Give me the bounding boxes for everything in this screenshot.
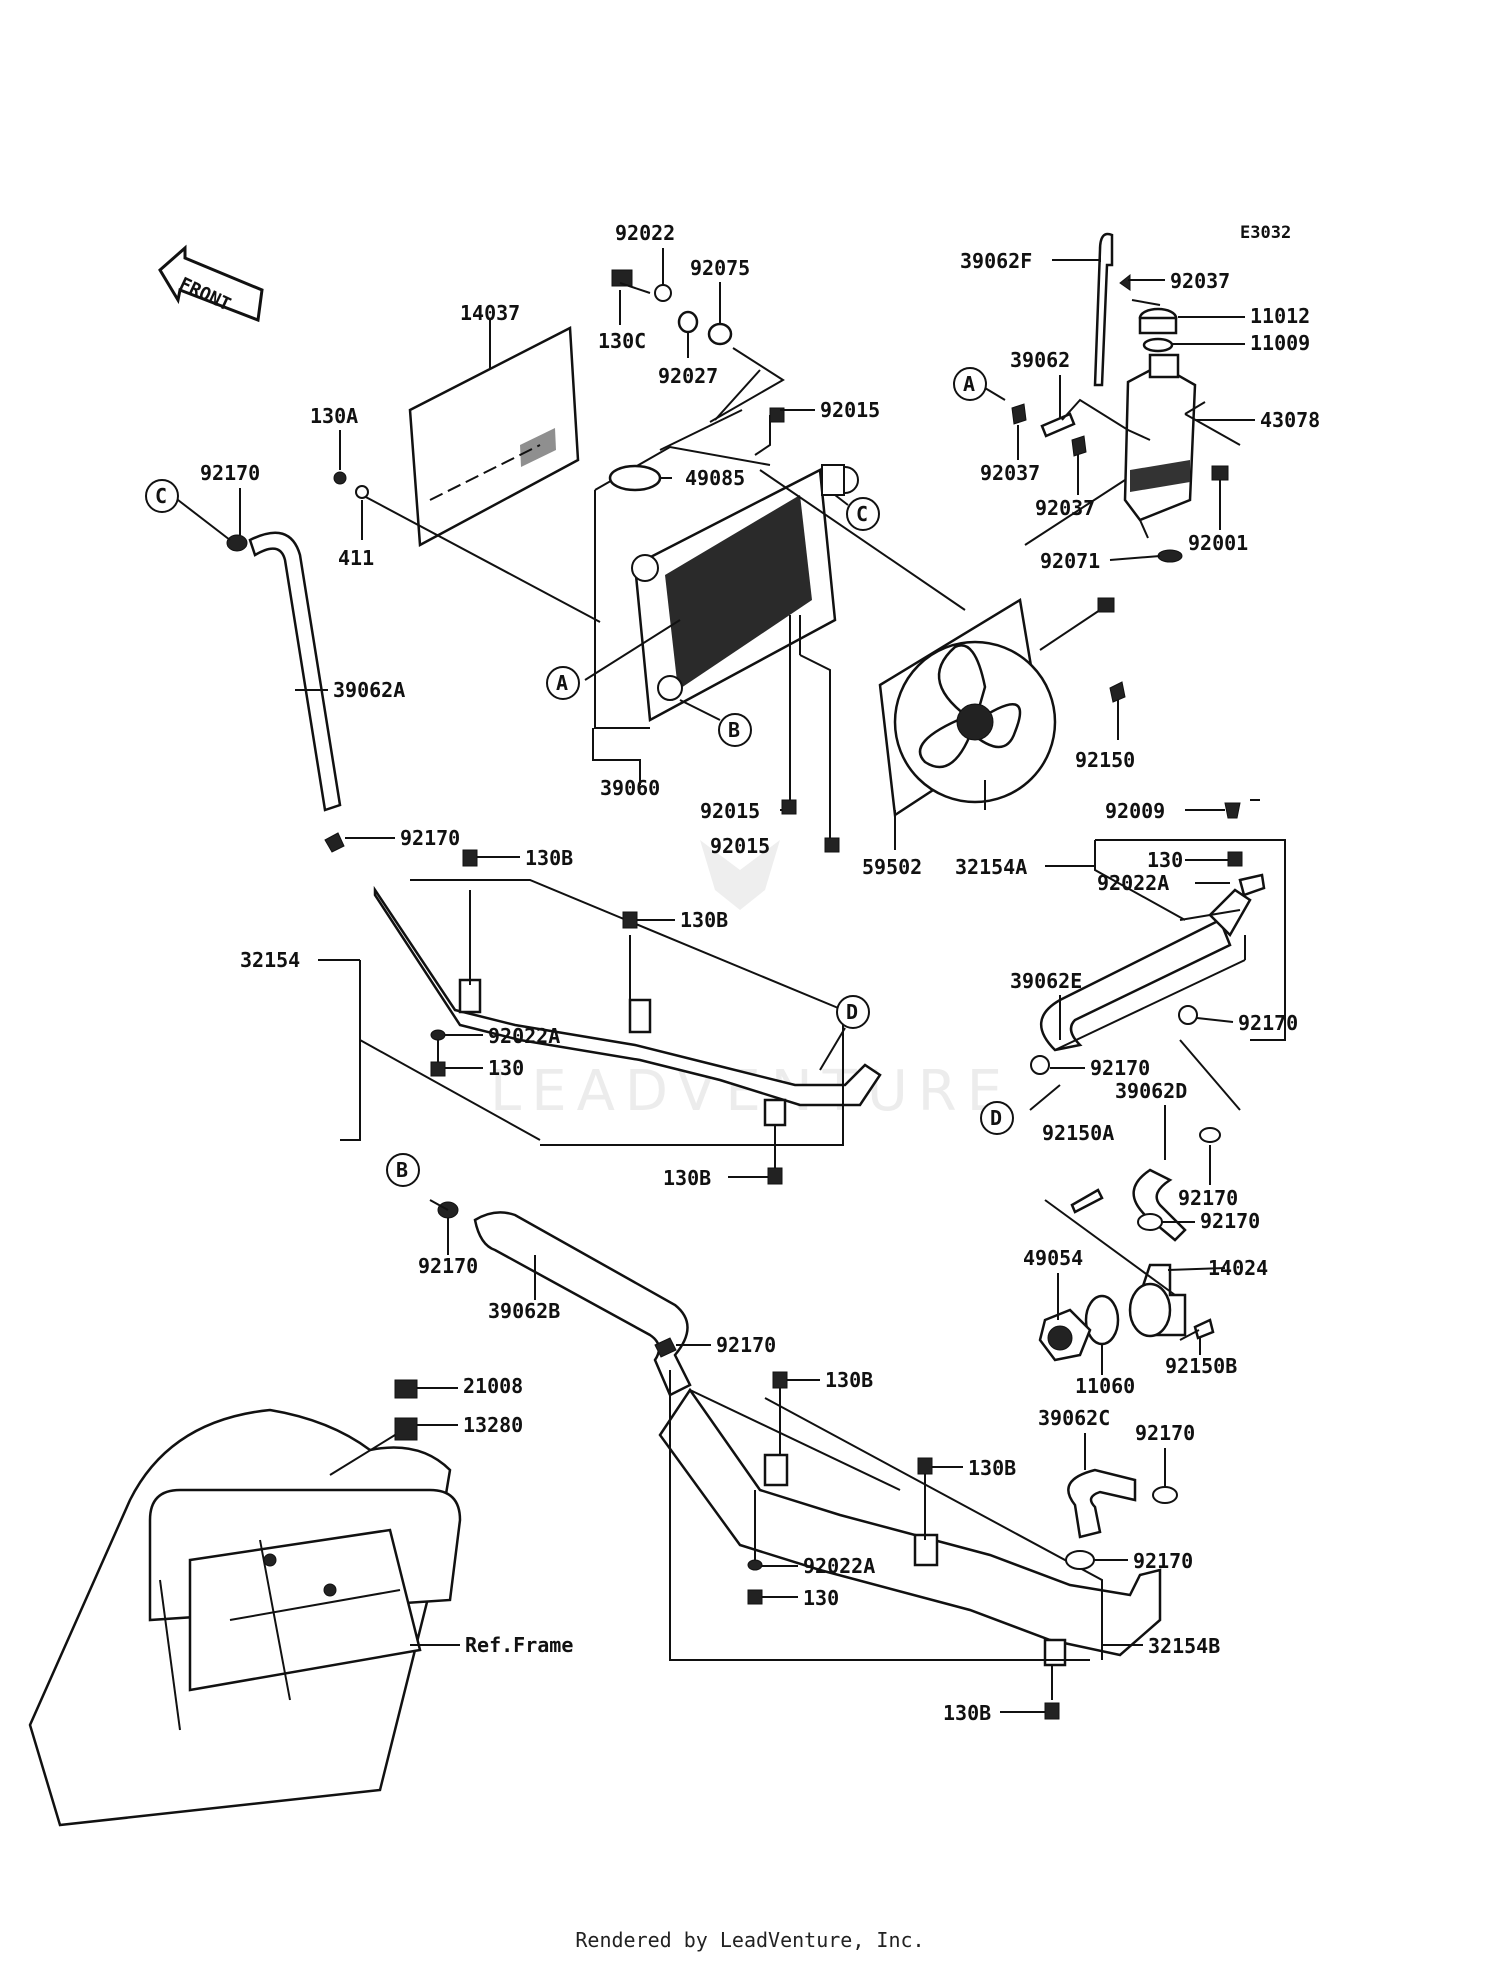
thermostat-housing — [1038, 1263, 1187, 1362]
part-label[interactable]: 92015 — [710, 834, 770, 858]
callout-a-right: A — [953, 367, 987, 401]
part-label[interactable]: 130C — [598, 329, 646, 353]
ref-frame-label[interactable]: Ref.Frame — [465, 1633, 573, 1657]
part-label[interactable]: 130B — [825, 1368, 873, 1392]
part-label[interactable]: 39062A — [333, 678, 405, 702]
part-label[interactable]: 32154A — [955, 855, 1027, 879]
svg-text:A: A — [556, 671, 568, 695]
front-arrow-icon: FRONT — [158, 244, 264, 323]
cooling-fan — [878, 597, 1057, 818]
callout-b-radiator: B — [718, 713, 752, 747]
part-label[interactable]: 130 — [1147, 848, 1183, 872]
part-label[interactable]: 59502 — [862, 855, 922, 879]
radiator-hose-39062b — [473, 1211, 692, 1397]
part-label[interactable]: 21008 — [463, 1374, 523, 1398]
svg-text:B: B — [396, 1158, 408, 1182]
part-label[interactable]: 92170 — [200, 461, 260, 485]
callout-a-left: A — [546, 666, 580, 700]
part-label[interactable]: 11009 — [1250, 331, 1310, 355]
radiator-screen — [408, 326, 580, 548]
part-label[interactable]: 13280 — [463, 1413, 523, 1437]
part-label[interactable]: 92150A — [1042, 1121, 1114, 1145]
radiator — [631, 464, 859, 722]
diagram-code: E3032 — [1240, 223, 1291, 243]
part-label[interactable]: 32154 — [240, 948, 300, 972]
svg-text:A: A — [963, 372, 975, 396]
part-label[interactable]: 92027 — [658, 364, 718, 388]
svg-text:B: B — [728, 718, 740, 742]
part-label[interactable]: 14024 — [1208, 1256, 1268, 1280]
part-label[interactable]: 92022A — [1097, 871, 1169, 895]
svg-text:D: D — [846, 1000, 858, 1024]
part-label[interactable]: 92170 — [418, 1254, 478, 1278]
part-label[interactable]: 92022A — [488, 1024, 560, 1048]
watermark-logo — [700, 840, 780, 910]
part-label[interactable]: 92170 — [1090, 1056, 1150, 1080]
part-label[interactable]: 43078 — [1260, 408, 1320, 432]
cooling-pipe-32154b — [658, 1387, 1162, 1667]
part-label[interactable]: 130B — [943, 1701, 991, 1725]
part-label[interactable]: 39060 — [600, 776, 660, 800]
part-label[interactable]: 39062B — [488, 1299, 560, 1323]
part-label[interactable]: 130A — [310, 404, 358, 428]
part-label[interactable]: 92170 — [400, 826, 460, 850]
part-label[interactable]: 92170 — [1133, 1549, 1193, 1573]
part-label[interactable]: 92170 — [1135, 1421, 1195, 1445]
part-label[interactable]: 11060 — [1075, 1374, 1135, 1398]
part-label[interactable]: 92015 — [820, 398, 880, 422]
radiator-hose-39062a — [248, 531, 342, 812]
part-label[interactable]: 92170 — [1200, 1209, 1260, 1233]
callout-c-hose: C — [145, 479, 179, 513]
part-label[interactable]: 92150 — [1075, 748, 1135, 772]
footer-credit: Rendered by LeadVenture, Inc. — [575, 1928, 925, 1952]
part-label[interactable]: 92170 — [716, 1333, 776, 1357]
hose-39062e — [1039, 918, 1232, 1052]
part-label[interactable]: 130 — [803, 1586, 839, 1610]
part-label[interactable]: 39062 — [1010, 348, 1070, 372]
part-label[interactable]: 92037 — [1035, 496, 1095, 520]
part-label[interactable]: 49054 — [1023, 1246, 1083, 1270]
part-label[interactable]: 92170 — [1238, 1011, 1298, 1035]
svg-text:C: C — [856, 502, 868, 526]
part-label[interactable]: 92022A — [803, 1554, 875, 1578]
svg-text:D: D — [990, 1106, 1002, 1130]
part-label[interactable]: 39062F — [960, 249, 1032, 273]
callout-d-pipe: D — [836, 995, 870, 1029]
part-label[interactable]: 92037 — [1170, 269, 1230, 293]
part-label[interactable]: 39062D — [1115, 1079, 1187, 1103]
callout-b-hose: B — [386, 1153, 420, 1187]
part-label[interactable]: 130B — [968, 1456, 1016, 1480]
callout-c-radiator: C — [846, 497, 880, 531]
part-label[interactable]: 39062C — [1038, 1406, 1110, 1430]
part-label[interactable]: 411 — [338, 546, 374, 570]
part-label[interactable]: 92037 — [980, 461, 1040, 485]
hose-39062c — [1067, 1468, 1137, 1539]
part-label[interactable]: 130 — [488, 1056, 524, 1080]
part-label[interactable]: 92022 — [615, 221, 675, 245]
part-label[interactable]: 92009 — [1105, 799, 1165, 823]
callout-d-hose: D — [980, 1101, 1014, 1135]
part-label[interactable]: 14037 — [460, 301, 520, 325]
part-label[interactable]: 32154B — [1148, 1634, 1220, 1658]
part-label[interactable]: 39062E — [1010, 969, 1082, 993]
part-label[interactable]: 92015 — [700, 799, 760, 823]
part-label[interactable]: 130B — [680, 908, 728, 932]
part-label[interactable]: 92001 — [1188, 531, 1248, 555]
part-label[interactable]: 130B — [525, 846, 573, 870]
cooling-pipe-32154 — [373, 885, 882, 1127]
part-label[interactable]: 92075 — [690, 256, 750, 280]
vehicle-frame — [28, 1408, 462, 1827]
part-label[interactable]: 11012 — [1250, 304, 1310, 328]
part-label[interactable]: 92071 — [1040, 549, 1100, 573]
svg-text:C: C — [155, 484, 167, 508]
part-label[interactable]: 92170 — [1178, 1186, 1238, 1210]
coolant-reservoir — [1123, 307, 1197, 563]
watermark: LEADVENTURE — [490, 1059, 1012, 1124]
part-label[interactable]: 49085 — [685, 466, 745, 490]
breather-hose — [1093, 232, 1114, 387]
part-label[interactable]: 130B — [663, 1166, 711, 1190]
part-label[interactable]: 92150B — [1165, 1354, 1237, 1378]
